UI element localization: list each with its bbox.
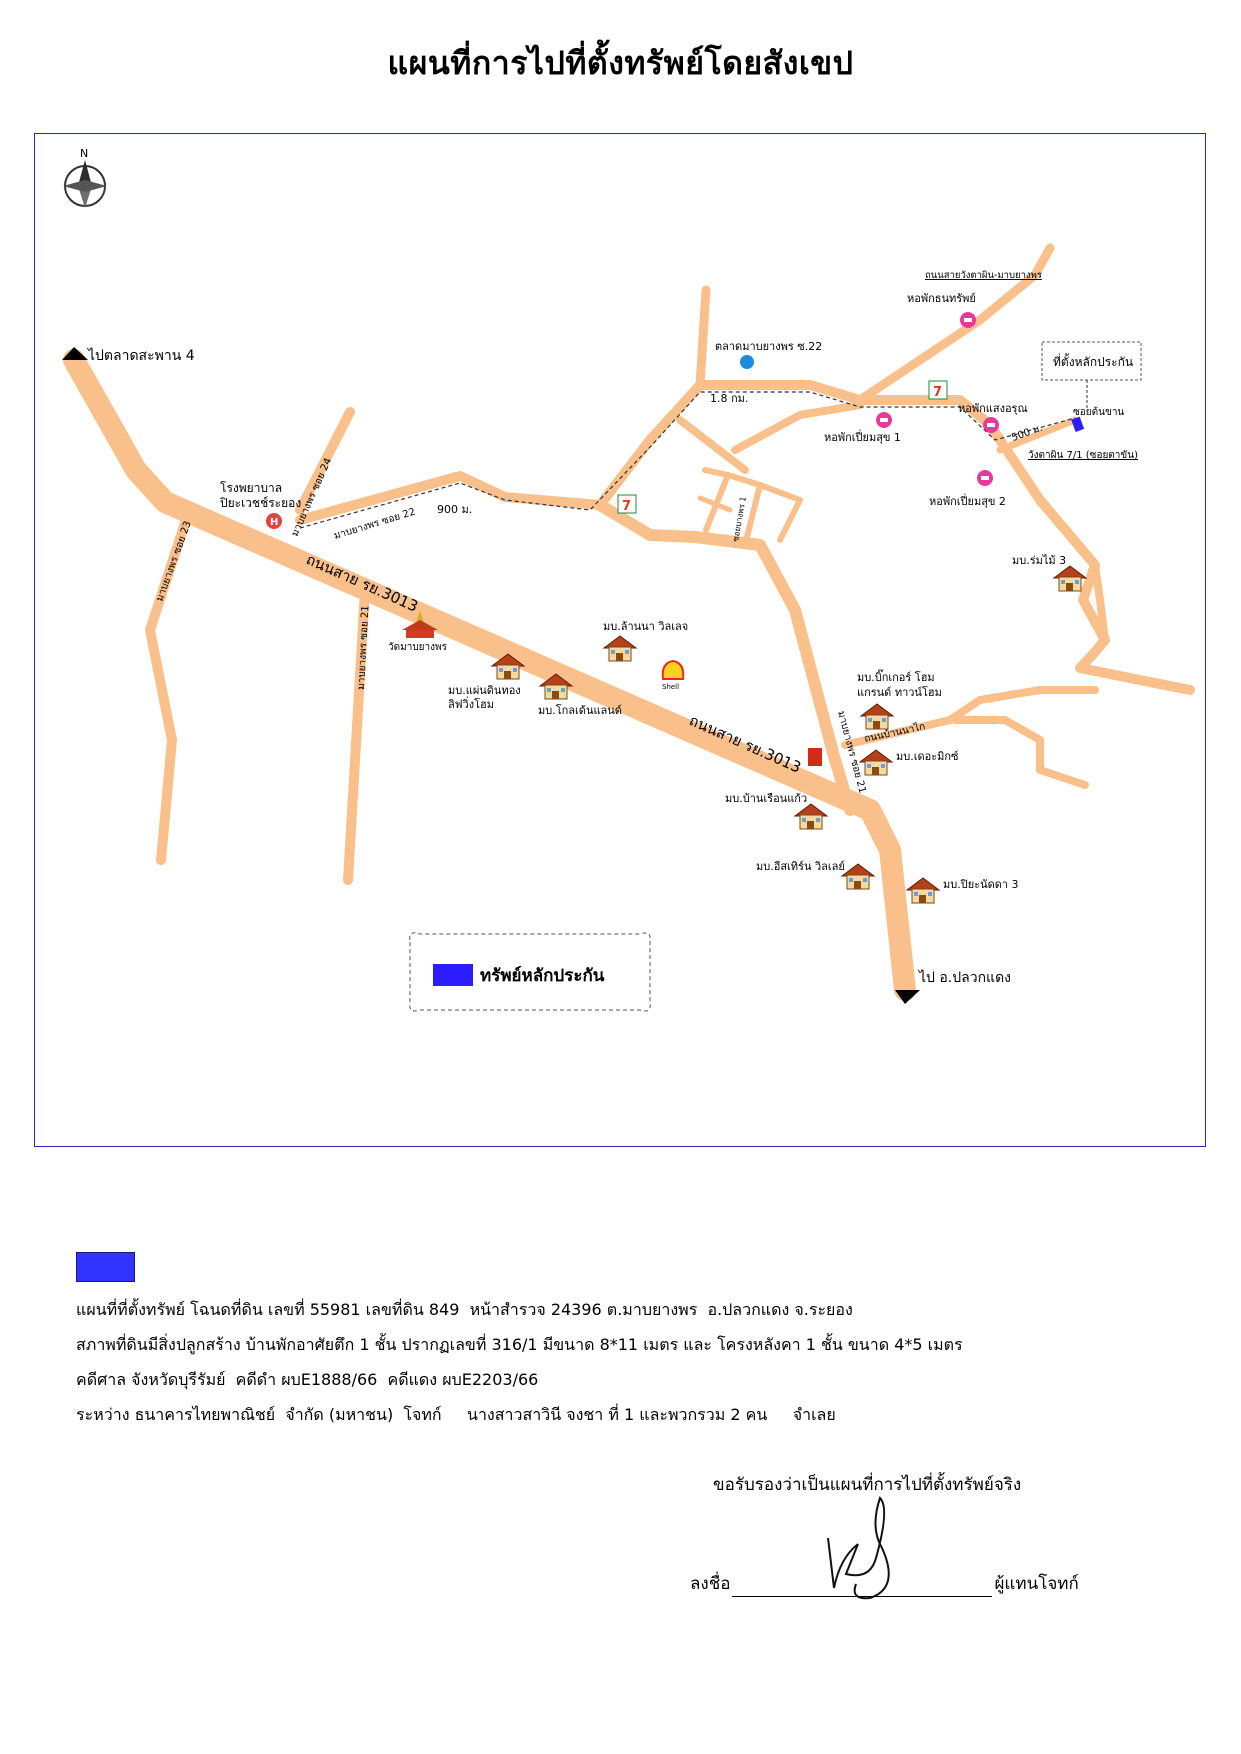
wangtaphin-7-1-label: วังตาผิน 7/1 (ซอยตาขัน) — [1028, 450, 1138, 461]
road-soi-22 — [295, 380, 1195, 695]
arrow-to-pluakdaeng — [895, 990, 920, 1004]
road-piamsuk — [731, 401, 864, 454]
collateral-site-label: ที่ตั้งหลักประกัน — [1053, 353, 1133, 369]
dorm-saengarun-icon — [983, 417, 999, 433]
soi-21-left-label: มาบยางพร ซอย 21 — [356, 605, 371, 690]
distance-1-8: 1.8 กม. — [710, 392, 748, 405]
dorm-thanasap-label: หอพักธนทรัพย์ — [907, 292, 976, 305]
hospital-icon — [266, 513, 282, 529]
seven-eleven-icon: 7 — [617, 494, 637, 514]
soi-tonkhan-label: ซอยต้นขาน — [1073, 406, 1124, 418]
legend-box — [409, 932, 651, 1012]
market-label: ตลาดมาบยางพร ซ.22 — [715, 340, 822, 353]
collateral-color-swatch — [76, 1252, 135, 1282]
road-main-east — [594, 499, 856, 816]
store-icon — [808, 748, 822, 766]
road-east-link — [1091, 561, 1109, 644]
collateral-site-box — [1041, 341, 1142, 381]
dorm-piamsuk1-icon — [876, 412, 892, 428]
info-line-4: ระหว่าง ธนาคารไทยพาณิชย์ จำกัด (มหาชน) โ… — [76, 1405, 836, 1424]
map-canvas: N ถนนสาย รย.3013 ถนนสาย รย.3013 มาบยางพร… — [62, 147, 1195, 1012]
house-icon-eastern — [841, 863, 875, 890]
signature-rule — [732, 1578, 993, 1597]
dorm-piamsuk1-label: หอพักเปี่ยมสุข 1 — [824, 429, 901, 444]
dorm-thanasap-icon — [960, 312, 976, 328]
sign-label: ลงชื่อ — [690, 1574, 731, 1594]
road-soi-23 — [145, 515, 191, 865]
certification-text: ขอรับรองว่าเป็นแผนที่การไปที่ตั้งทรัพย์จ… — [713, 1475, 1022, 1495]
house-icon-piyanatda — [906, 877, 940, 904]
road-soi-21-left — [343, 585, 370, 885]
house-icon-rommai3 — [1053, 565, 1087, 592]
role-label: ผู้แทนโจทก์ — [994, 1574, 1079, 1594]
road-bangphra — [841, 686, 1099, 749]
info-line-3: คดีศาล จังหวัดบุรีรัมย์ คดีดำ ผบE1888/66… — [76, 1370, 539, 1389]
mb-baanruen-label: มบ.บ้านเรือนแก้ว — [725, 792, 807, 805]
handwritten-signature — [827, 1496, 890, 1600]
mb-eastern-label: มบ.อีสเทิร์น วิลเลย์ — [756, 860, 845, 873]
info-line-1: แผนที่ที่ตั้งทรัพย์ โฉนดที่ดิน เลขที่ 55… — [76, 1300, 853, 1319]
north-label: N — [80, 147, 88, 160]
road-themix-branch — [951, 716, 1089, 789]
page-title: แผนที่การไปที่ตั้งทรัพย์โดยสังเขป — [387, 44, 854, 82]
house-icon-themix — [859, 749, 893, 776]
svg-text:7: 7 — [622, 499, 631, 514]
direction-to-market: ไปตลาดสะพาน 4 — [87, 347, 195, 364]
mb-piyanatda-label: มบ.ปิยะนัดดา 3 — [943, 878, 1019, 891]
arrow-to-market — [62, 347, 88, 360]
road-northeast-upper — [855, 243, 1055, 405]
road-grid-d — [697, 495, 733, 513]
road-grid-c — [757, 482, 803, 543]
market-icon — [740, 355, 754, 369]
hospital-label-2: ปิยะเวชช์ระยอง — [219, 496, 301, 510]
map-frame — [34, 133, 1206, 1147]
road-soi-24 — [295, 407, 355, 515]
direction-to-pluakdaeng: ไป อ.ปลวกแดง — [918, 969, 1011, 986]
mb-lanna-label: มบ.ล้านนา วิลเลจ — [603, 620, 688, 633]
svg-text:7: 7 — [933, 385, 942, 400]
road-market-north — [695, 285, 711, 390]
road-wangtaphin-label: ถนนสายวังตาผิน-มาบยางพร — [925, 270, 1042, 281]
dorm-piamsuk2-label: หอพักเปี่ยมสุข 2 — [929, 493, 1006, 508]
legend-swatch — [433, 964, 473, 986]
mb-rommai3-label: มบ.ร่มไม้ 3 — [1012, 554, 1066, 567]
mb-phaendinthong-label-2: ลิฟวิ่งโฮม — [448, 696, 494, 711]
svg-text:H: H — [270, 517, 278, 528]
dorm-saengarun-label: หอพักแสงอรุณ — [958, 402, 1028, 415]
house-icon-bigger — [860, 703, 894, 730]
hospital-label-1: โรงพยาบาล — [220, 481, 282, 495]
seven-eleven-icon-2: 7 — [928, 380, 948, 400]
soi-23-label: มาบยางพร ซอย 23 — [154, 520, 193, 603]
route-dashed — [299, 391, 1076, 529]
road-grid-branch — [676, 416, 749, 474]
temple-label: วัดมาบยางพร — [388, 642, 448, 653]
signature-line: ลงชื่อ ผู้แทนโจทก์ — [690, 1570, 1079, 1597]
main-road-3013 — [63, 349, 916, 1001]
collateral-marker — [1071, 416, 1085, 432]
house-icon-lanna — [603, 635, 637, 662]
road-soi-7-1 — [996, 416, 1079, 454]
mb-bigger-label-1: มบ.บิ๊กเกอร์ โฮม — [857, 669, 935, 684]
compass-icon — [63, 160, 107, 208]
distance-900: 900 ม. — [437, 503, 472, 516]
mb-phaendinthong-label-1: มบ.แผ่นดินทอง — [448, 684, 521, 697]
mb-bigger-label-2: แกรนด์ ทาวน์โฮม — [857, 685, 942, 699]
house-icon-baanruen — [794, 803, 828, 830]
mb-golden-label: มบ.โกลเด้นแลนด์ — [538, 703, 622, 717]
shell-label: Shell — [662, 683, 679, 691]
dorm-piamsuk2-icon — [977, 470, 993, 486]
road-network — [63, 243, 1195, 1001]
mb-themix-label: มบ.เดอะมิกซ์ — [896, 750, 959, 763]
shell-icon — [661, 659, 685, 680]
info-line-2: สภาพที่ดินมีสิ่งปลูกสร้าง บ้านพักอาศัยตึ… — [76, 1335, 963, 1354]
temple-icon — [402, 610, 438, 638]
legend-label: ทรัพย์หลักประกัน — [480, 965, 605, 986]
